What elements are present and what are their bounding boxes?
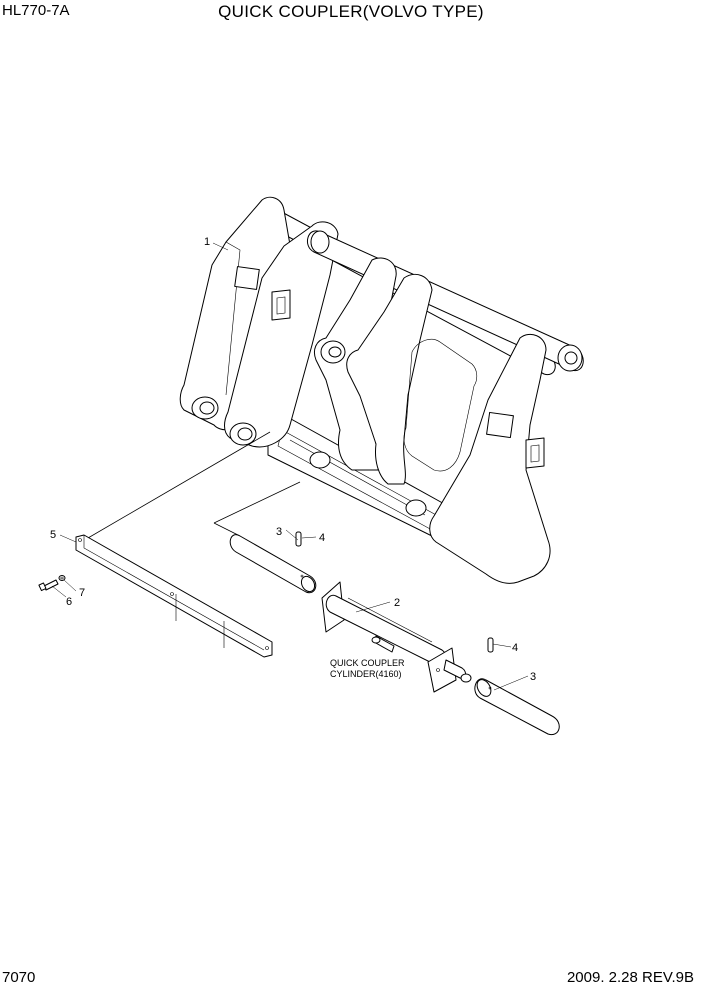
- callout-1: 1: [204, 236, 210, 248]
- callout-5: 5: [50, 529, 56, 541]
- coupler-frame: [179, 196, 584, 584]
- callout-4-lower: 4: [512, 642, 518, 654]
- page-title: QUICK COUPLER(VOLVO TYPE): [218, 2, 484, 21]
- cylinder-note-line2: CYLINDER(4160): [330, 669, 402, 679]
- callout-2: 2: [394, 597, 400, 609]
- callout-4-upper: 4: [319, 532, 325, 544]
- callout-3-lower: 3: [530, 671, 536, 683]
- model-number: HL770-7A: [2, 2, 70, 19]
- page-number: 7070: [2, 969, 36, 986]
- quick-coupler-cylinder: [321, 581, 472, 693]
- roll-pin-lower: [487, 637, 494, 653]
- leader-lines: [51, 242, 529, 691]
- callout-6: 6: [66, 596, 72, 608]
- pin-upper: [229, 534, 317, 594]
- revision-date: 2009. 2.28 REV.9B: [566, 969, 694, 986]
- roll-pin-upper: [295, 531, 302, 547]
- cover-plate: [75, 534, 273, 658]
- assembly-alignment-lines: [75, 431, 301, 546]
- callout-7: 7: [79, 587, 85, 599]
- cylinder-note-line1: QUICK COUPLER: [330, 658, 405, 668]
- callout-3-upper: 3: [276, 526, 282, 538]
- bolt-and-washer: [38, 575, 66, 592]
- pin-lower: [474, 678, 560, 736]
